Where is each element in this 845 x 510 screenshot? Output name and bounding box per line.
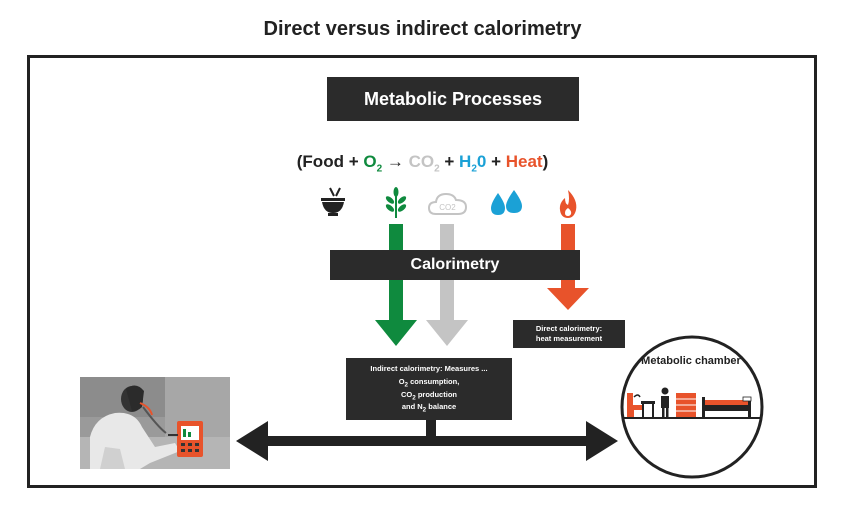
eq-plus-3: + [486, 152, 506, 171]
co2-arrow [426, 224, 468, 346]
eq-o2: O2 [363, 152, 383, 175]
direct-line-1: Direct calorimetry: [535, 324, 603, 333]
co2-icon-label: CO2 [439, 203, 456, 212]
eq-h2o: H20 [459, 152, 487, 175]
indirect-line-1: Indirect calorimetry: Measures ... [370, 364, 488, 373]
diagram-frame [27, 55, 817, 488]
indirect-line-4: and N2 balance [401, 402, 457, 414]
eq-food: Food [302, 152, 344, 171]
indirect-calorimetry-photo [80, 377, 230, 469]
plant-icon [385, 187, 407, 218]
flame-icon [559, 190, 577, 218]
eq-open: ( [296, 152, 303, 171]
metabolic-processes-box: Metabolic Processes [327, 77, 579, 121]
food-bowl-icon [321, 187, 345, 216]
eq-plus-1: + [343, 152, 364, 171]
calorimetry-box: Calorimetry [330, 250, 580, 280]
co2-cloud-icon: CO2 [428, 192, 468, 215]
indirect-line-3: CO2 production [401, 389, 457, 402]
eq-co2: CO2 [408, 152, 440, 175]
double-arrow [236, 416, 618, 461]
page-title: Direct versus indirect calorimetry [263, 18, 582, 40]
eq-heat: Heat [505, 152, 543, 171]
o2-arrow [375, 224, 417, 346]
eq-close: ) [542, 152, 549, 171]
indirect-calorimetry-box: Indirect calorimetry: Measures ... O2 co… [346, 358, 512, 420]
metabolic-chamber-label: Metabolic chamber [641, 355, 741, 367]
eq-plus-2: + [439, 152, 460, 171]
metabolic-chamber-circle [620, 335, 764, 479]
eq-arrow: → [382, 152, 409, 171]
direct-calorimetry-box: Direct calorimetry: heat measurement [513, 320, 625, 348]
indirect-line-2: O2 consumption, [398, 377, 460, 389]
direct-line-2: heat measurement [535, 334, 603, 343]
metabolic-equation: (Food + O2 → CO2 + H20 + Heat) [0, 152, 845, 174]
water-drops-icon [491, 190, 522, 215]
